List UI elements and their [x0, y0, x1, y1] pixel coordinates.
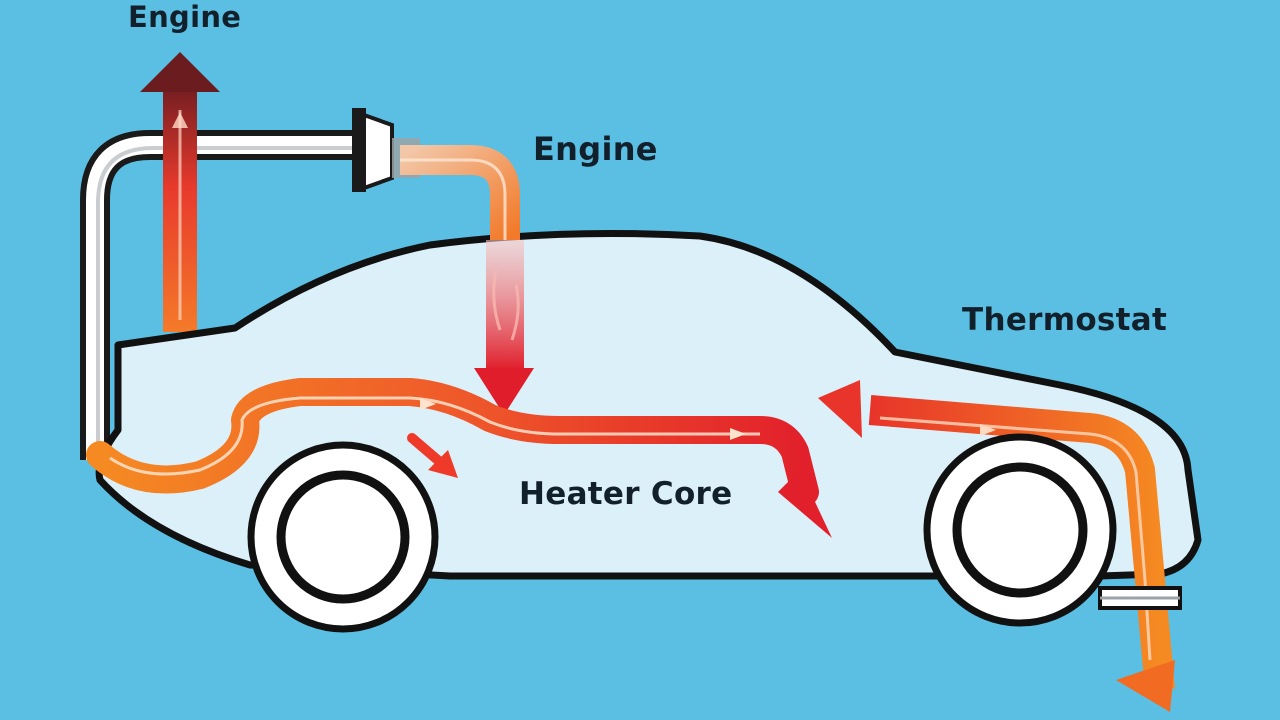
coolant-main-flow: [86, 378, 832, 538]
engine-feed-pipe: [400, 145, 520, 240]
thermostat-label: Thermostat: [962, 302, 1168, 338]
outlet-pipe: [1098, 586, 1182, 610]
front-wheel: [247, 441, 439, 633]
rear-wheel: [923, 433, 1117, 627]
engine-up-arrow: [140, 52, 220, 332]
thermostat-flow: [818, 380, 1175, 712]
return-pipe: [80, 130, 363, 463]
engine-label: Engine: [533, 130, 658, 168]
small-flow-arrow: [407, 433, 458, 478]
heater-down-arrow: [474, 240, 534, 415]
heater-core-label: Heater Core: [519, 476, 733, 512]
engine-label-top: Engine: [128, 0, 242, 34]
